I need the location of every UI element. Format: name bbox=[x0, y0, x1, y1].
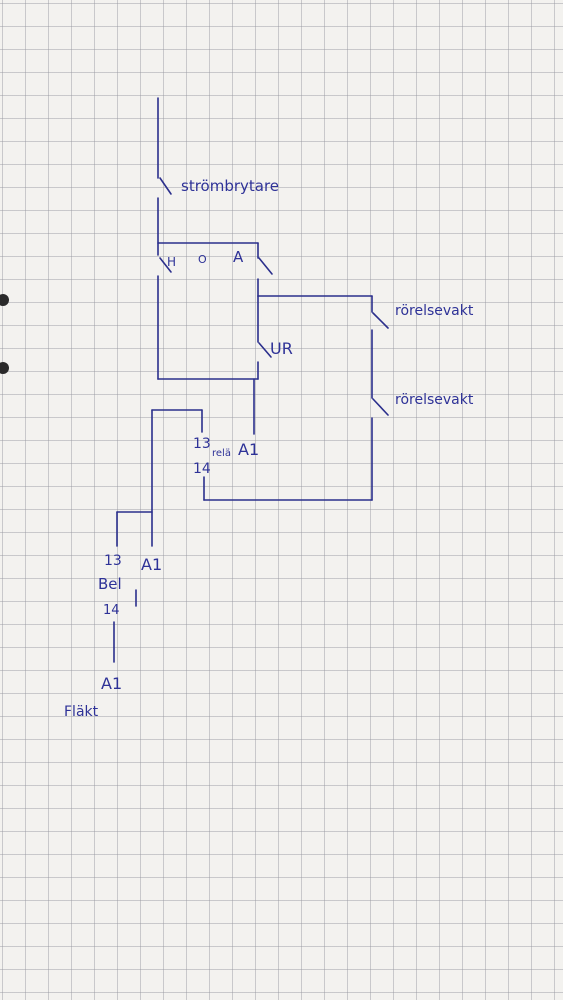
binder-hole-top bbox=[0, 294, 9, 306]
bel-feed bbox=[113, 511, 153, 663]
bel-terminal-13: 13 bbox=[104, 553, 122, 569]
hoa-selector bbox=[157, 242, 273, 380]
relay-feed bbox=[151, 409, 203, 547]
motion-sensor-2-label: rörelsevakt bbox=[395, 392, 474, 408]
auto-position-label: A bbox=[233, 248, 244, 266]
hand-position-label: H bbox=[167, 255, 176, 269]
relay-terminal-14: 14 bbox=[193, 461, 211, 477]
relay-terminal-a1: A1 bbox=[238, 440, 259, 459]
motion-sensor-branch bbox=[203, 295, 389, 501]
relay-terminal-13: 13 bbox=[193, 436, 211, 452]
relay-name-label: relä bbox=[212, 448, 231, 459]
fan-name-label: Fläkt bbox=[64, 704, 99, 720]
fan-terminal-a1: A1 bbox=[101, 674, 122, 693]
main-switch bbox=[157, 97, 172, 256]
timer-branch bbox=[157, 295, 272, 435]
timer-label: UR bbox=[270, 339, 293, 358]
bel-terminal-14: 14 bbox=[103, 603, 120, 618]
off-position-label: O bbox=[198, 253, 207, 266]
bel-name-label: Bel bbox=[98, 575, 122, 593]
binder-hole-bottom bbox=[0, 362, 9, 374]
bel-terminal-a1: A1 bbox=[141, 555, 162, 574]
main-switch-label: strömbrytare bbox=[181, 177, 279, 195]
motion-sensor-1-label: rörelsevakt bbox=[395, 303, 474, 319]
